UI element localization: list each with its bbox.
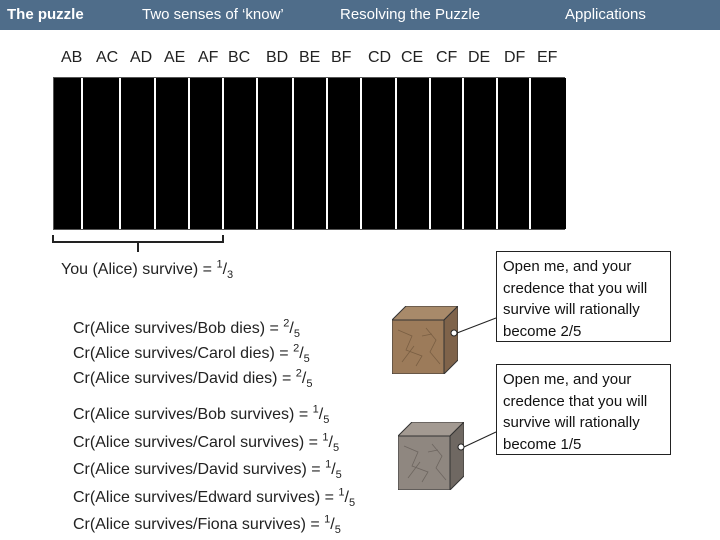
pair-bar <box>496 78 531 229</box>
pair-bar <box>360 78 397 229</box>
credence-line: Cr(Alice survives/David survives) = 1/5 <box>73 458 342 482</box>
pair-label: AB <box>61 49 83 66</box>
pair-bar <box>188 78 224 229</box>
tab-applications[interactable]: Applications <box>565 6 646 23</box>
tab-two-senses-of-know[interactable]: Two senses of ‘know’ <box>142 6 284 23</box>
credence-line: Cr(Alice survives/Carol dies) = 2/5 <box>73 342 310 366</box>
fraction-denominator: 5 <box>306 378 313 391</box>
credence-text: Cr(Alice survives/Bob survives) = <box>73 406 313 423</box>
box-icon[interactable] <box>398 422 464 490</box>
credence-text: Cr(Alice survives/Carol survives) = <box>73 434 323 451</box>
pair-label: CF <box>436 49 458 66</box>
pair-label: DF <box>504 49 526 66</box>
pair-bar <box>119 78 156 229</box>
pair-bars <box>53 77 566 230</box>
alice-prior-text: You (Alice) survive) = <box>61 261 217 278</box>
credence-line: Cr(Alice survives/David dies) = 2/5 <box>73 367 313 391</box>
fraction-numerator: 1 <box>324 513 331 526</box>
fraction-numerator: 2 <box>293 342 300 355</box>
credence-line: Cr(Alice survives/Edward survives) = 1/5 <box>73 486 356 510</box>
credence-text: Cr(Alice survives/Fiona survives) = <box>73 516 325 533</box>
brace-icon <box>52 235 224 252</box>
pair-label: AE <box>164 49 186 66</box>
fraction-numerator: 1 <box>322 431 329 444</box>
credence-text: Cr(Alice survives/David survives) = <box>73 461 326 478</box>
pair-label: AF <box>198 49 219 66</box>
credence-text: Cr(Alice survives/Carol dies) = <box>73 345 294 362</box>
pair-label: CD <box>368 49 392 66</box>
pair-bar <box>154 78 190 229</box>
pair-bar <box>326 78 362 229</box>
fraction-numerator: 1 <box>325 458 332 471</box>
pair-label: AC <box>96 49 119 66</box>
fraction-numerator: 2 <box>295 367 302 380</box>
pair-bar <box>292 78 328 229</box>
pair-bar <box>395 78 431 229</box>
credence-line: Cr(Alice survives/Bob survives) = 1/5 <box>73 403 330 427</box>
pair-label: AD <box>130 49 153 66</box>
fraction-denominator: 5 <box>348 497 356 510</box>
nav-bar: The puzzle Two senses of ‘know’ Resolvin… <box>0 0 720 30</box>
tab-resolving-the-puzzle[interactable]: Resolving the Puzzle <box>340 6 481 23</box>
credence-line: Cr(Alice survives/Bob dies) = 2/5 <box>73 317 300 341</box>
credence-line: Cr(Alice survives/Fiona survives) = 1/5 <box>73 513 341 537</box>
fraction-numerator: 1 <box>216 258 223 271</box>
pair-bar <box>429 78 464 229</box>
fraction-denominator: 5 <box>334 524 341 537</box>
pair-bar <box>54 78 81 229</box>
fraction-denominator: 3 <box>227 269 234 282</box>
pair-label: BC <box>228 49 251 66</box>
fraction-denominator: 5 <box>335 469 342 482</box>
pair-label: BF <box>331 49 352 66</box>
pair-label: BD <box>266 49 289 66</box>
alice-prior-line: You (Alice) survive) = 1/3 <box>61 258 234 282</box>
pair-bar <box>81 78 121 229</box>
pair-bar <box>256 78 294 229</box>
pair-label: EF <box>537 49 558 66</box>
fraction-numerator: 1 <box>312 403 319 416</box>
fraction-denominator: 5 <box>303 353 310 366</box>
pair-bar <box>529 78 566 229</box>
callout-top: Open me, and your credence that you will… <box>496 251 671 342</box>
box-icon[interactable] <box>392 306 458 374</box>
pair-label: DE <box>468 49 491 66</box>
fraction-numerator: 2 <box>283 317 290 330</box>
pair-bar <box>222 78 258 229</box>
callout-bottom: Open me, and your credence that you will… <box>496 364 671 455</box>
pair-label: CE <box>401 49 424 66</box>
credence-line: Cr(Alice survives/Carol survives) = 1/5 <box>73 431 340 455</box>
tab-the-puzzle[interactable]: The puzzle <box>7 6 84 23</box>
pair-label: BE <box>299 49 321 66</box>
fraction-denominator: 5 <box>323 414 330 427</box>
credence-text: Cr(Alice survives/Edward survives) = <box>73 489 339 506</box>
fraction-numerator: 1 <box>338 486 345 499</box>
credence-text: Cr(Alice survives/David dies) = <box>73 370 296 387</box>
fraction-denominator: 5 <box>293 328 300 341</box>
fraction-denominator: 5 <box>332 442 340 455</box>
credence-text: Cr(Alice survives/Bob dies) = <box>73 320 284 337</box>
pair-bar <box>462 78 498 229</box>
